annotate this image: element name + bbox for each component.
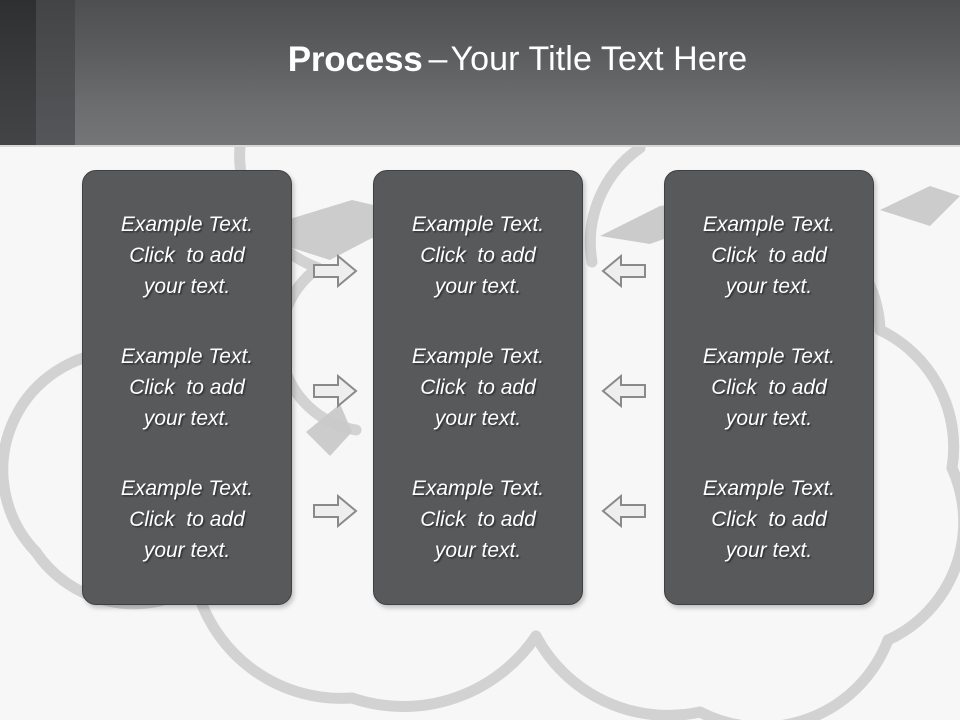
arrow-left-icon[interactable] (601, 253, 647, 289)
title-dash: – (428, 40, 448, 78)
page-title[interactable]: Process – Your Title Text Here (75, 0, 960, 145)
arrow-right-icon[interactable] (312, 493, 358, 529)
title-strong-part: Process (287, 39, 423, 79)
process-text-block[interactable]: Example Text. Click to add your text. (411, 345, 545, 430)
process-box-middle[interactable]: Example Text. Click to add your text. Ex… (373, 170, 583, 605)
header-accent-band-dark (0, 0, 36, 145)
title-rest-part: Your Title Text Here (450, 40, 748, 78)
arrow-right-icon[interactable] (312, 253, 358, 289)
process-text-block[interactable]: Example Text. Click to add your text. (411, 477, 545, 562)
process-text-block[interactable]: Example Text. Click to add your text. (120, 477, 254, 562)
process-text-block[interactable]: Example Text. Click to add your text. (702, 477, 836, 562)
process-text-block[interactable]: Example Text. Click to add your text. (411, 213, 545, 298)
process-text-block[interactable]: Example Text. Click to add your text. (120, 213, 254, 298)
process-text-block[interactable]: Example Text. Click to add your text. (702, 213, 836, 298)
process-text-block[interactable]: Example Text. Click to add your text. (120, 345, 254, 430)
arrow-right-icon[interactable] (312, 373, 358, 409)
header-accent-band-mid (36, 0, 75, 145)
header-divider (0, 145, 960, 147)
process-box-left[interactable]: Example Text. Click to add your text. Ex… (82, 170, 292, 605)
process-text-block[interactable]: Example Text. Click to add your text. (702, 345, 836, 430)
arrow-left-icon[interactable] (601, 373, 647, 409)
process-box-right[interactable]: Example Text. Click to add your text. Ex… (664, 170, 874, 605)
slide-header: Process – Your Title Text Here (0, 0, 960, 145)
arrow-left-icon[interactable] (601, 493, 647, 529)
